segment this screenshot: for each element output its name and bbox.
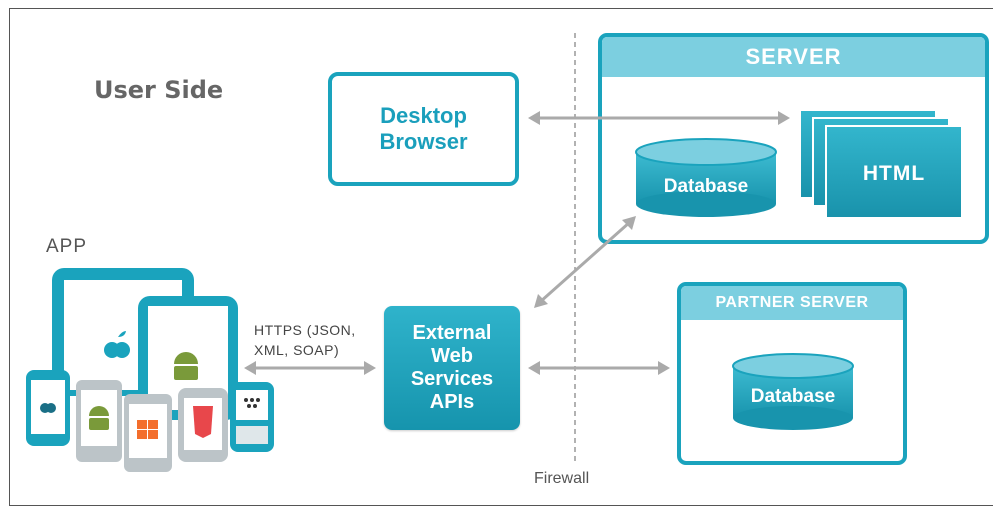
user-side-title: User Side bbox=[94, 76, 224, 104]
android-small-icon bbox=[89, 406, 109, 430]
desktop-browser-box: Desktop Browser bbox=[328, 72, 519, 186]
apple-small-icon bbox=[40, 403, 56, 413]
protocol-line1: HTTPS (JSON, bbox=[254, 322, 356, 338]
devices-illustration bbox=[26, 268, 274, 472]
api-line3: Services bbox=[410, 368, 494, 390]
arrow-api-partner bbox=[528, 361, 670, 375]
api-line1: External bbox=[412, 322, 492, 344]
html5-logo-icon bbox=[193, 406, 213, 438]
arrow-app-api bbox=[244, 361, 376, 375]
firewall-label: Firewall bbox=[534, 470, 590, 487]
blackberry-logo-icon bbox=[244, 398, 260, 408]
windows-logo-icon bbox=[137, 420, 158, 439]
partner-database-icon bbox=[732, 353, 854, 430]
server-database-label: Database bbox=[663, 176, 749, 197]
server-database-icon bbox=[635, 138, 777, 217]
server-title: SERVER bbox=[602, 37, 985, 77]
server-html-label: HTML bbox=[862, 162, 926, 185]
api-line2: Web bbox=[431, 345, 473, 367]
app-label: APP bbox=[46, 236, 88, 257]
desktop-browser-line1: Desktop bbox=[380, 103, 467, 128]
partner-server-title: PARTNER SERVER bbox=[681, 286, 903, 320]
apple-logo-icon bbox=[104, 331, 130, 358]
diagram-frame bbox=[9, 8, 993, 506]
protocol-label: HTTPS (JSON, XML, SOAP) bbox=[254, 320, 356, 360]
arrow-api-database bbox=[534, 216, 636, 308]
partner-server-box: PARTNER SERVER bbox=[677, 282, 907, 465]
partner-database-label: Database bbox=[750, 386, 836, 407]
api-line4: APIs bbox=[429, 391, 475, 413]
arrow-desktop-html bbox=[528, 111, 790, 125]
desktop-browser-line2: Browser bbox=[379, 129, 468, 154]
android-logo-icon bbox=[174, 352, 198, 380]
protocol-line2: XML, SOAP) bbox=[254, 342, 340, 358]
html-pages-icon bbox=[799, 109, 963, 219]
external-web-services-box: External Web Services APIs bbox=[384, 306, 520, 430]
